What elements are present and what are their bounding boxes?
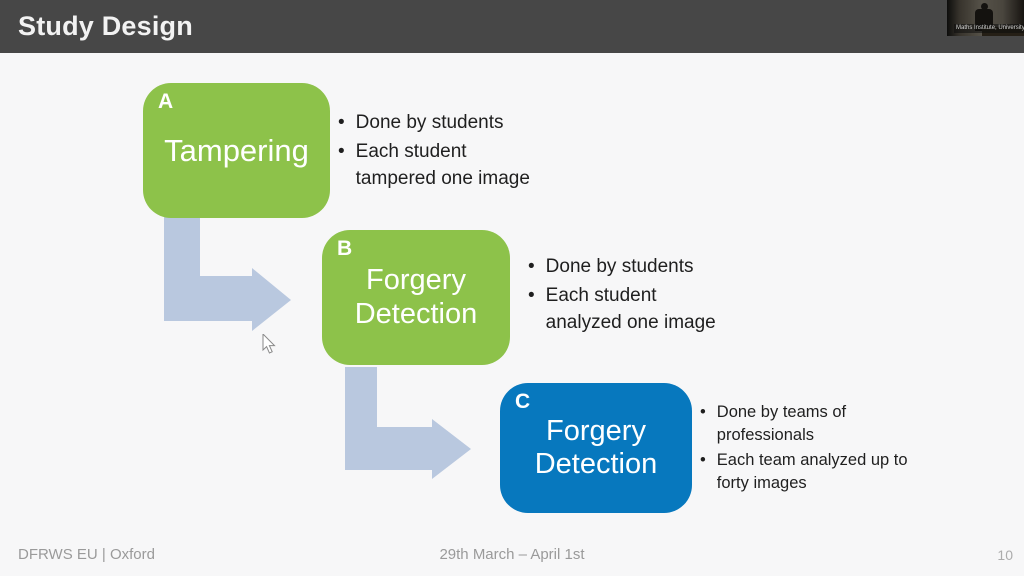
footer-date-range: 29th March – April 1st [439, 546, 585, 563]
list-item: Done by students [528, 253, 838, 280]
bullet-list-step-c: Done by teams of professionals Each team… [700, 401, 980, 497]
arrow-a-to-b [164, 215, 291, 331]
bullet-text: Each student analyzed one image [545, 285, 716, 333]
bullet-text: Each student tampered one image [355, 141, 530, 189]
list-item: Done by teams of professionals [700, 401, 980, 447]
step-title-tampering: Tampering [164, 132, 309, 168]
bullet-list-step-a: Done by students Each student tampered o… [338, 109, 648, 194]
bullet-text: Done by students [355, 112, 504, 133]
slide-header-bar: Study Design [0, 0, 1024, 53]
bullet-text: Each team analyzed up to forty images [716, 451, 908, 492]
step-letter-a: A [158, 90, 174, 113]
list-item: Done by students [338, 109, 648, 136]
slide-page-number: 10 [997, 547, 1013, 563]
webcam-caption: Maths Institute, University of Oxford [954, 24, 1024, 33]
step-letter-c: C [515, 390, 531, 413]
bullet-text: Done by students [545, 256, 694, 277]
step-box-tampering: A Tampering [143, 83, 330, 218]
arrow-b-to-c [345, 367, 471, 479]
list-item: Each student analyzed one image [528, 282, 838, 336]
footer-conference-label: DFRWS EU | Oxford [18, 546, 155, 563]
step-letter-b: B [337, 237, 353, 260]
speaker-silhouette-head [981, 3, 988, 10]
bullet-list-step-b: Done by students Each student analyzed o… [528, 253, 838, 338]
step-box-forgery-detection-c: C Forgery Detection [500, 383, 692, 513]
speaker-webcam-thumbnail[interactable]: Maths Institute, University of Oxford [947, 0, 1024, 36]
step-title-forgery-detection-b: Forgery Detection [354, 264, 478, 330]
list-item: Each student tampered one image [338, 138, 648, 192]
list-item: Each team analyzed up to forty images [700, 449, 980, 495]
step-box-forgery-detection-b: B Forgery Detection [322, 230, 510, 365]
mouse-cursor-icon [262, 334, 276, 354]
slide-title: Study Design [18, 10, 193, 41]
step-title-forgery-detection-c: Forgery Detection [534, 414, 658, 480]
bullet-text: Done by teams of professionals [716, 403, 847, 444]
